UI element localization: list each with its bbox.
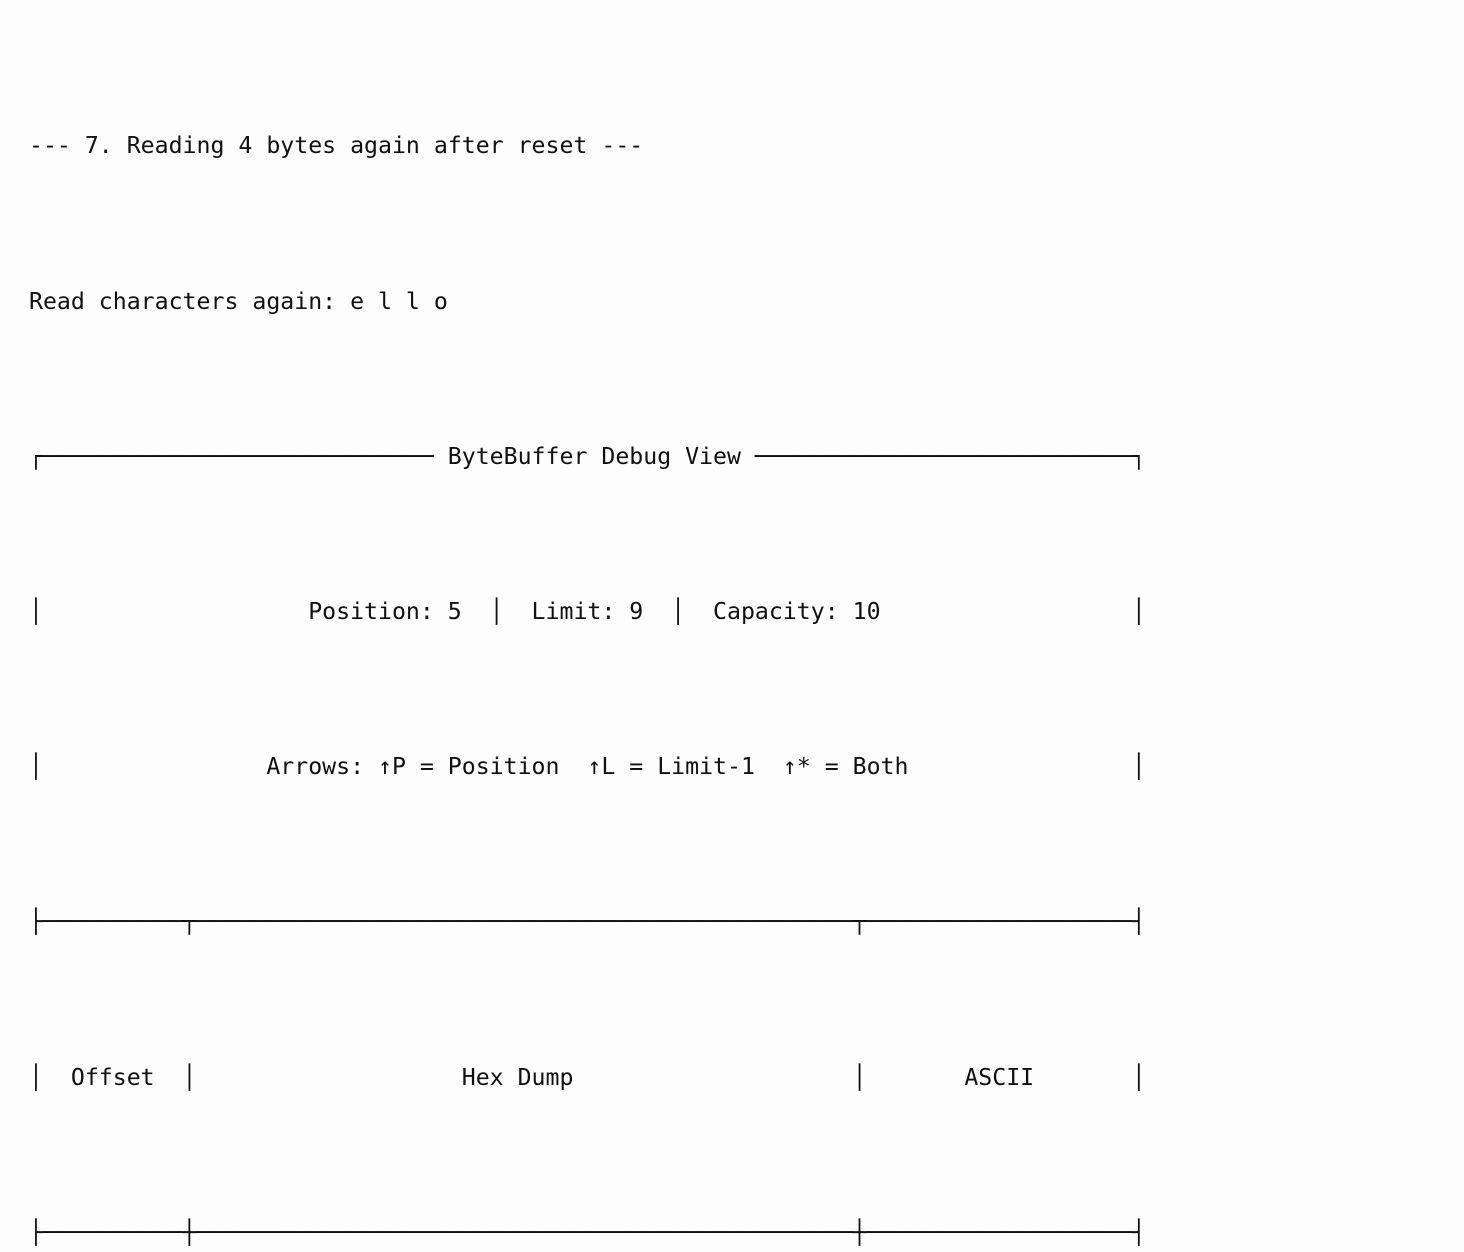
table-header-top-separator-line: ├──────────┬────────────────────────────… xyxy=(29,908,1146,936)
terminal-text-block: --- 7. Reading 4 bytes again after reset… xyxy=(29,11,1146,1252)
read-characters-line: Read characters again: e l l o xyxy=(29,287,448,315)
debug-view-stats-line: │ Position: 5 │ Limit: 9 │ Capacity: 10 … xyxy=(29,597,1146,625)
section-heading-line: --- 7. Reading 4 bytes again after reset… xyxy=(29,132,644,160)
console-output-surface: --- 7. Reading 4 bytes again after reset… xyxy=(29,132,1146,1246)
debug-view-top-border-line: ┌──────────────────────────── ByteBuffer… xyxy=(29,442,1146,470)
debug-view-legend-line: │ Arrows: ↑P = Position ↑L = Limit-1 ↑* … xyxy=(29,753,1146,781)
table-header-bottom-separator-line: ├──────────┼────────────────────────────… xyxy=(29,1218,1146,1246)
table-header-row: │ Offset │ Hex Dump │ ASCII │ xyxy=(29,1063,1146,1091)
